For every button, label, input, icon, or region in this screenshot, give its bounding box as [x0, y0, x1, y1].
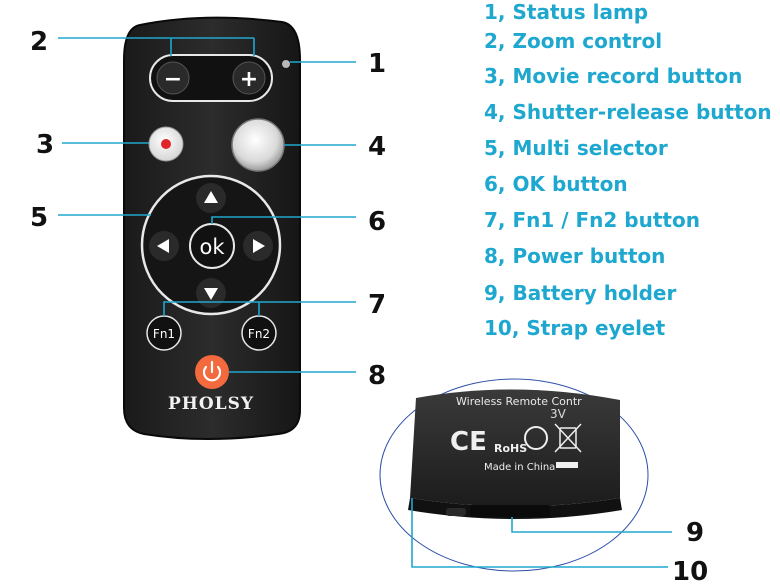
- legend-item-1: 1, Status lamp: [484, 0, 649, 24]
- fn2-label: Fn2: [248, 327, 270, 341]
- battery-cover: [410, 389, 620, 507]
- detail-highlight-ellipse: [379, 378, 649, 572]
- record-dot-icon: [161, 139, 171, 149]
- power-icon: [202, 360, 222, 382]
- zoom-out-icon: −: [164, 67, 182, 92]
- remote-back-detail: Wireless Remote Contr 3V CE RoHS Made in…: [379, 378, 649, 572]
- callout-number-1: 1: [368, 49, 386, 79]
- callout-numbers: 1 2 3 4 5 6 7 8 9 10: [30, 27, 708, 585]
- status-lamp: [282, 60, 290, 68]
- callout-line-2: [58, 37, 255, 56]
- origin-bar: [556, 462, 578, 468]
- legend-item-8: 8, Power button: [484, 244, 666, 268]
- callout-number-3: 3: [36, 130, 54, 160]
- callout-number-9: 9: [686, 518, 704, 548]
- zoom-in-button[interactable]: [232, 61, 266, 95]
- legend-item-9: 9, Battery holder: [484, 281, 677, 305]
- callout-number-2: 2: [30, 27, 48, 57]
- brand-logo: PHOLSY: [168, 394, 254, 414]
- ce-mark: CE: [450, 427, 487, 457]
- callout-number-8: 8: [368, 361, 386, 391]
- callout-number-5: 5: [30, 203, 48, 233]
- shutter-release-button[interactable]: [231, 118, 285, 172]
- callout-line-7: [163, 301, 356, 316]
- legend-item-10: 10, Strap eyelet: [484, 316, 666, 340]
- callout-lines: [58, 37, 672, 568]
- callout-line-10: [411, 498, 668, 568]
- arrow-left-icon: [157, 239, 169, 253]
- arrow-right-icon: [253, 239, 265, 253]
- ok-label: ok: [199, 235, 225, 259]
- legend-item-3: 3, Movie record button: [484, 64, 743, 88]
- battery-holder[interactable]: [470, 505, 550, 517]
- legend-item-4: 4, Shutter-release button: [484, 100, 772, 124]
- voltage-label: 3V: [550, 407, 567, 421]
- callout-number-4: 4: [368, 132, 386, 162]
- fn1-label: Fn1: [153, 327, 175, 341]
- callout-number-10: 10: [672, 557, 708, 585]
- rohs-mark: RoHS: [494, 442, 527, 455]
- zoom-in-icon: +: [240, 67, 258, 92]
- arrow-down-icon: [204, 288, 218, 300]
- back-model-label: Wireless Remote Contr: [456, 395, 582, 408]
- legend-item-5: 5, Multi selector: [484, 136, 668, 160]
- callout-line-6: [211, 216, 356, 224]
- callout-number-7: 7: [368, 290, 386, 320]
- legend-item-2: 2, Zoom control: [484, 29, 663, 53]
- legend-item-6: 6, OK button: [484, 172, 628, 196]
- strap-eyelet: [446, 508, 466, 516]
- legend-item-7: 7, Fn1 / Fn2 button: [484, 208, 700, 232]
- origin-label: Made in China: [484, 462, 555, 473]
- eco-mark: [524, 426, 548, 450]
- callout-number-6: 6: [368, 207, 386, 237]
- arrow-up-icon: [204, 191, 218, 203]
- zoom-out-button[interactable]: [156, 61, 190, 95]
- weee-bin-icon: [554, 423, 582, 453]
- remote-front: − + ok Fn1 Fn2 PHOLSY: [123, 16, 301, 440]
- callout-line-9: [511, 517, 672, 533]
